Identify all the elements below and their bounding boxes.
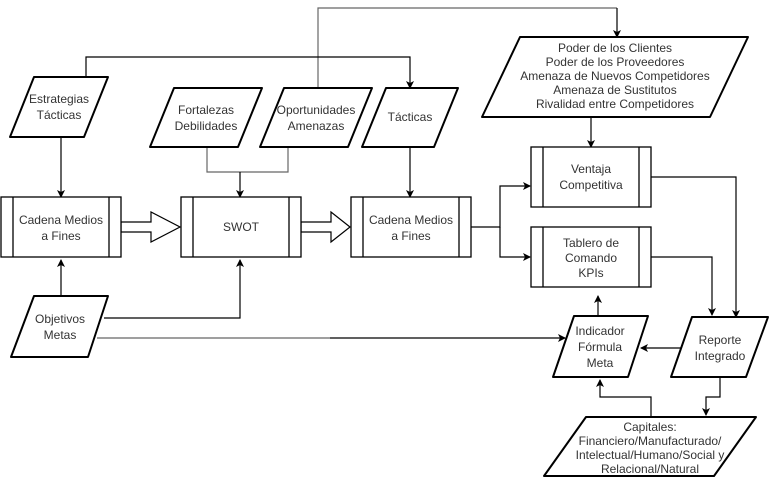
objetivos-shape xyxy=(10,295,109,358)
swot-shape xyxy=(180,196,302,258)
edge-oportunidades-porter-a xyxy=(317,7,617,88)
node-objetivos[interactable]: Objetivos Metas xyxy=(10,295,109,358)
estrategias-shape xyxy=(9,76,109,138)
edge-reporte-capitales xyxy=(702,377,721,416)
fortalezas-line-0: Fortalezas xyxy=(178,103,234,117)
edge-cadena2-ventaja xyxy=(470,182,531,228)
porter-line-3: Amenaza de Sustitutos xyxy=(553,83,676,97)
cadena2-line-1: a Fines xyxy=(391,229,430,243)
node-fortalezas[interactable]: Fortalezas Debilidades xyxy=(149,87,263,148)
node-reporte[interactable]: Reporte Integrado xyxy=(670,316,769,378)
big-arrow-cadena1-swot xyxy=(120,211,182,243)
edge-fo-join xyxy=(206,147,289,173)
ventaja-line-0: Ventaja xyxy=(571,162,611,176)
cadena1-line-0: Cadena Medios xyxy=(19,213,103,227)
oportunidades-line-0: Oportunidades xyxy=(277,103,356,117)
indicador-shape xyxy=(552,315,649,378)
node-tacticas[interactable]: Tácticas xyxy=(361,87,459,148)
cadena2-line-0: Cadena Medios xyxy=(369,213,453,227)
capitales-shape xyxy=(543,416,757,477)
tablero-shape xyxy=(530,226,652,288)
node-porter[interactable]: Poder de los Clientes Poder de los Prove… xyxy=(481,36,749,118)
node-swot[interactable]: SWOT xyxy=(180,196,302,258)
capitales-line-1: Financiero/Manufacturado/ xyxy=(579,434,722,448)
edge-objetivos-swot xyxy=(104,259,244,319)
porter-line-1: Poder de los Proveedores xyxy=(546,55,685,69)
node-indicador[interactable]: Indicador Fórmula Meta xyxy=(552,315,649,378)
node-cadena1[interactable]: Cadena Medios a Fines xyxy=(0,196,122,258)
tacticas-shape xyxy=(361,87,459,148)
objetivos-line-0: Objetivos xyxy=(35,312,85,326)
cadena1-shape xyxy=(0,196,122,258)
node-oportunidades[interactable]: Oportunidades Amenazas xyxy=(259,87,373,148)
indicador-line-1: Fórmula xyxy=(578,340,622,354)
capitales-line-2: Intelectual/Humano/Social y xyxy=(576,448,725,462)
swot-line-0: SWOT xyxy=(223,220,260,234)
edge-cadena2-tablero xyxy=(499,227,531,261)
estrategias-line-1: Tácticas xyxy=(37,108,82,122)
porter-line-2: Amenaza de Nuevos Competidores xyxy=(520,69,709,83)
indicador-line-0: Indicador xyxy=(575,324,624,338)
fortalezas-line-1: Debilidades xyxy=(175,119,238,133)
edge-capitales-indicador xyxy=(596,379,652,417)
tablero-line-0: Tablero de xyxy=(563,236,619,250)
node-tablero[interactable]: Tablero de Comando KPIs xyxy=(530,226,652,288)
oportunidades-shape xyxy=(259,87,373,148)
node-cadena2[interactable]: Cadena Medios a Fines xyxy=(350,196,472,258)
oportunidades-line-1: Amenazas xyxy=(288,119,345,133)
porter-shape xyxy=(481,36,749,118)
objetivos-line-1: Metas xyxy=(44,328,77,342)
edges xyxy=(57,7,740,417)
porter-line-4: Rivalidad entre Competidores xyxy=(536,97,694,111)
capitales-line-3: Relacional/Natural xyxy=(601,462,699,476)
ventaja-line-1: Competitiva xyxy=(559,178,623,192)
reporte-line-0: Reporte xyxy=(699,333,742,347)
tablero-line-1: Comando xyxy=(565,251,617,265)
fortalezas-shape xyxy=(149,87,263,148)
tacticas-line-0: Tácticas xyxy=(388,110,433,124)
node-ventaja[interactable]: Ventaja Competitiva xyxy=(530,146,652,208)
cadena2-shape xyxy=(350,196,472,258)
cadena1-line-1: a Fines xyxy=(41,229,80,243)
edge-ventaja-reporte xyxy=(651,176,740,318)
tablero-line-2: KPIs xyxy=(578,266,603,280)
ventaja-shape xyxy=(530,146,652,208)
big-arrow-swot-cadena2 xyxy=(300,210,351,244)
capitales-line-0: Capitales: xyxy=(623,420,676,434)
reporte-shape xyxy=(670,316,769,378)
edge-estrategias-tacticas xyxy=(85,56,414,89)
reporte-line-1: Integrado xyxy=(695,349,746,363)
indicador-line-2: Meta xyxy=(587,356,614,370)
porter-line-0: Poder de los Clientes xyxy=(558,41,672,55)
node-estrategias[interactable]: Estrategias Tácticas xyxy=(9,76,109,138)
node-capitales[interactable]: Capitales: Financiero/Manufacturado/ Int… xyxy=(543,416,757,477)
edge-tablero-reporte xyxy=(651,256,716,316)
estrategias-line-0: Estrategias xyxy=(29,92,89,106)
